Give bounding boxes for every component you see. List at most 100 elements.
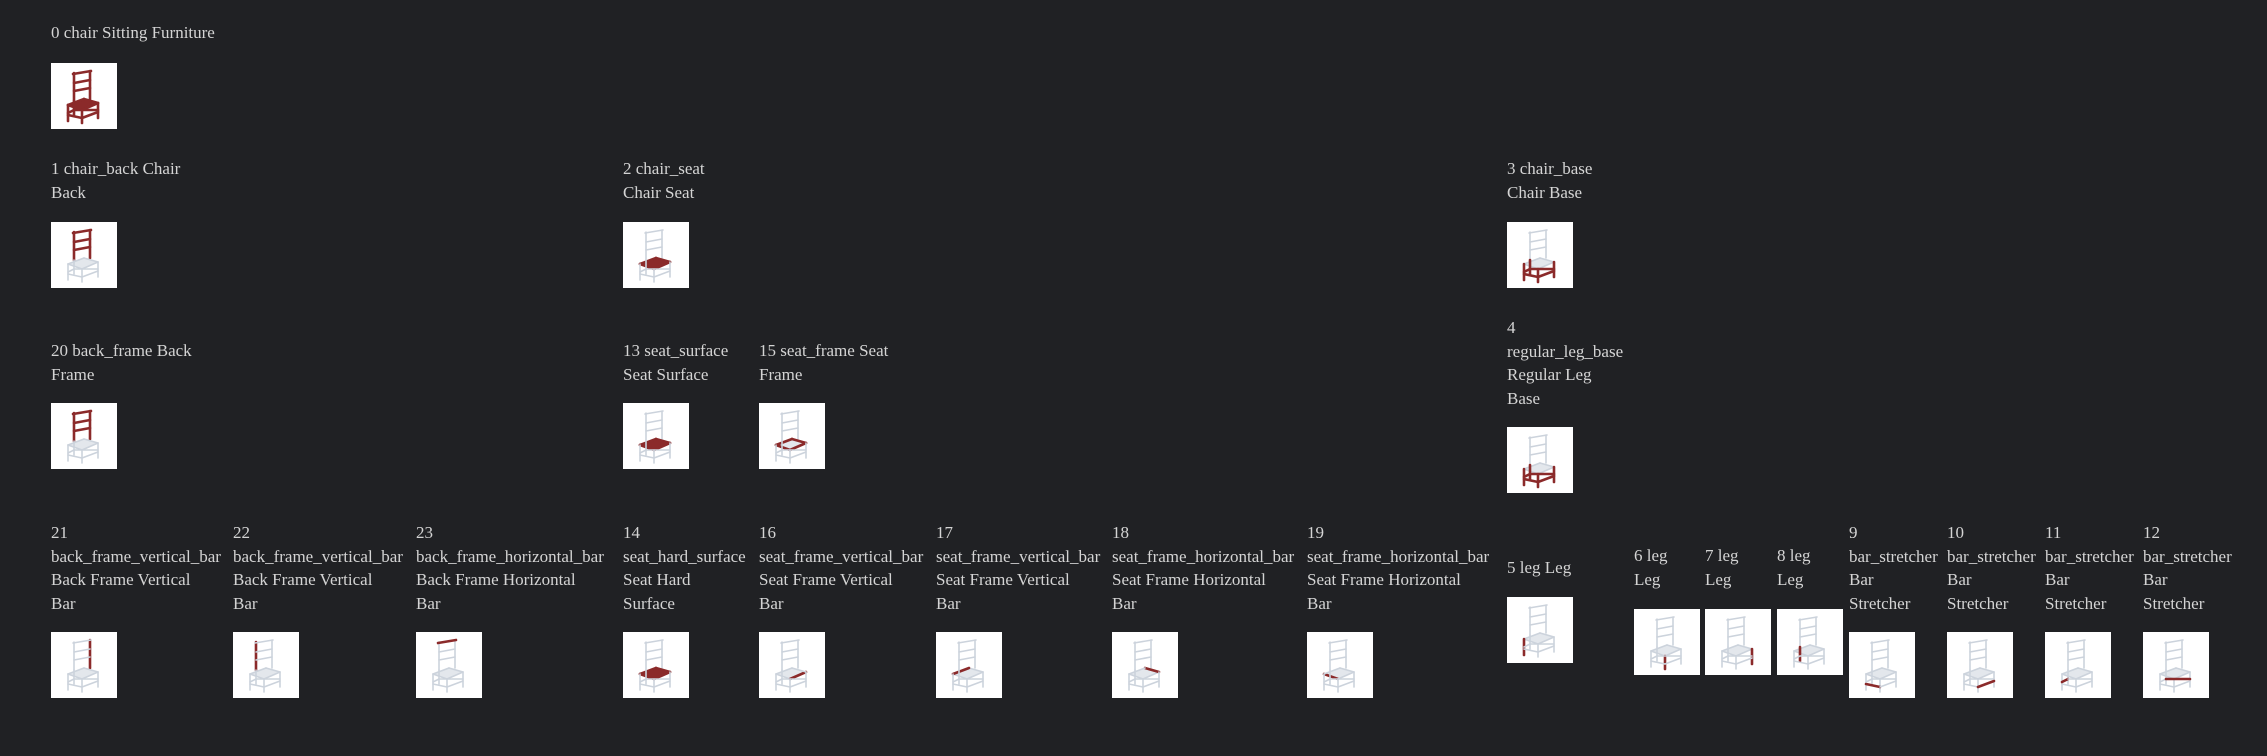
chair-part-slat2 [1329, 656, 1347, 661]
node-label: 7 leg Leg [1705, 546, 1739, 589]
node-label: 0 chair Sitting Furniture [51, 23, 215, 42]
part-thumbnail-regular-leg-base [1507, 427, 1573, 493]
chair-part-seatB [1666, 644, 1682, 650]
chair-part-seatF [1963, 673, 1979, 680]
chair-part-str1 [66, 113, 84, 120]
part-thumbnail-seat-frame-vertical-bar [936, 632, 1002, 698]
chair-part-str3 [639, 449, 647, 454]
chair-part-seatR [1537, 636, 1555, 645]
chair-render-icon [1522, 229, 1556, 284]
chair-part-str2 [1536, 269, 1556, 279]
chair-part-slat2 [438, 656, 456, 661]
chair-part-str1 [1721, 660, 1737, 665]
chair-part-seatF [67, 444, 83, 451]
node-16: 16 seat_frame_vertical_bar Seat Frame Ve… [759, 521, 923, 615]
chair-part-slat1 [1529, 443, 1547, 448]
chair-part-seatB [968, 667, 984, 673]
chair-part-str2 [2075, 680, 2093, 688]
chair-part-slat2 [72, 245, 92, 252]
chair-part-seatB [2175, 667, 2191, 673]
chair-part-backTop [1133, 639, 1153, 644]
chair-part-str1 [952, 683, 968, 688]
chair-part-str1 [1864, 682, 1882, 689]
part-thumbnail-bar-stretcher [2045, 632, 2111, 698]
chair-part-seatL [249, 667, 267, 675]
chair-part-seatL [67, 257, 85, 265]
chair-part-str1 [249, 683, 265, 688]
chair-render-icon [432, 638, 464, 693]
chair-part-str3 [1793, 655, 1801, 660]
chair-part-str3 [1523, 643, 1531, 648]
node-14: 14 seat_hard_surface Seat Hard Surface [623, 521, 746, 615]
node-label: 20 back_frame Back Frame [51, 341, 192, 384]
chair-part-backTop [71, 228, 93, 235]
chair-part-backTop [71, 69, 93, 76]
chair-part-str3 [67, 268, 75, 273]
chair-render-icon [951, 639, 984, 693]
chair-part-seatB [265, 667, 281, 673]
chair-part-seatF [1322, 672, 1340, 681]
chair-part-seatL [67, 438, 85, 446]
chair-part-seatR [1142, 671, 1160, 680]
chair-part-slat1 [72, 237, 92, 244]
chair-part-str1 [639, 683, 655, 688]
chair-render-icon [67, 228, 99, 283]
chair-part-slat1 [1871, 648, 1889, 653]
node-7: 7 leg Leg [1705, 544, 1739, 591]
chair-part-slat1 [1799, 625, 1817, 630]
chair-part-slat1 [958, 648, 976, 653]
chair-part-seatL [1323, 667, 1341, 675]
chair-part-seatF [2061, 673, 2077, 680]
node-label: 17 seat_frame_vertical_bar Seat Frame Ve… [936, 523, 1101, 613]
node-label: 10 bar_stretcher Bar Stretcher [1947, 523, 2036, 613]
chair-part-slat2 [2165, 656, 2183, 661]
node-2: 2 chair_seat Chair Seat [623, 157, 705, 204]
node-label: 23 back_frame_horizontal_bar Back Frame … [416, 523, 604, 613]
chair-part-slat2 [781, 656, 799, 661]
chair-render-icon [67, 638, 99, 693]
chair-render-icon [638, 639, 672, 693]
chair-part-seatB [1979, 667, 1995, 673]
chair-part-slat2 [2067, 656, 2085, 661]
part-thumbnail-bar-stretcher [1947, 632, 2013, 698]
chair-part-str2 [653, 451, 671, 459]
chair-part-str1 [639, 454, 655, 459]
chair-part-seatR [652, 260, 672, 271]
chair-part-seatF [638, 262, 656, 271]
chair-render-icon [67, 409, 99, 464]
chair-part-str2 [81, 680, 99, 688]
chair-part-str3 [1323, 678, 1331, 683]
chair-part-slat2 [781, 427, 799, 432]
node-17: 17 seat_frame_vertical_bar Seat Frame Ve… [936, 521, 1100, 615]
node-label: 15 seat_frame Seat Frame [759, 341, 889, 384]
node-label: 1 chair_back Chair Back [51, 159, 181, 202]
chair-part-seatL [1963, 667, 1981, 675]
chair-part-seatF [638, 672, 656, 681]
chair-part-seatL [67, 667, 85, 675]
chair-part-str1 [2061, 683, 2077, 688]
chair-part-seatB [654, 666, 672, 674]
chair-part-str1 [1522, 477, 1540, 484]
chair-part-seatL [1128, 667, 1146, 675]
chair-part-seatL [638, 666, 658, 676]
chair-part-seatB [83, 438, 99, 444]
chair-part-backTop [2066, 639, 2086, 644]
chair-part-seatF [775, 673, 791, 680]
chair-part-seatL [2159, 667, 2177, 675]
chair-part-seatL [951, 666, 971, 676]
chair-part-str3 [67, 449, 75, 454]
chair-part-backTop [1798, 616, 1818, 621]
chair-part-seatR [1664, 648, 1682, 657]
chair-part-str3 [1865, 678, 1873, 683]
part-thumbnail-back-frame [51, 403, 117, 469]
chair-render-icon [2060, 639, 2093, 693]
chair-part-seatL [1793, 644, 1811, 652]
node-1: 1 chair_back Chair Back [51, 157, 180, 204]
part-thumbnail-back-frame-vertical-bar [51, 632, 117, 698]
chair-part-seatB [654, 437, 672, 445]
node-label: 11 bar_stretcher Bar Stretcher [2045, 523, 2134, 613]
chair-part-seatL [1523, 462, 1541, 470]
chair-render-icon [1522, 604, 1555, 658]
chair-part-seatF [774, 443, 792, 452]
chair-part-slat1 [1134, 648, 1152, 653]
